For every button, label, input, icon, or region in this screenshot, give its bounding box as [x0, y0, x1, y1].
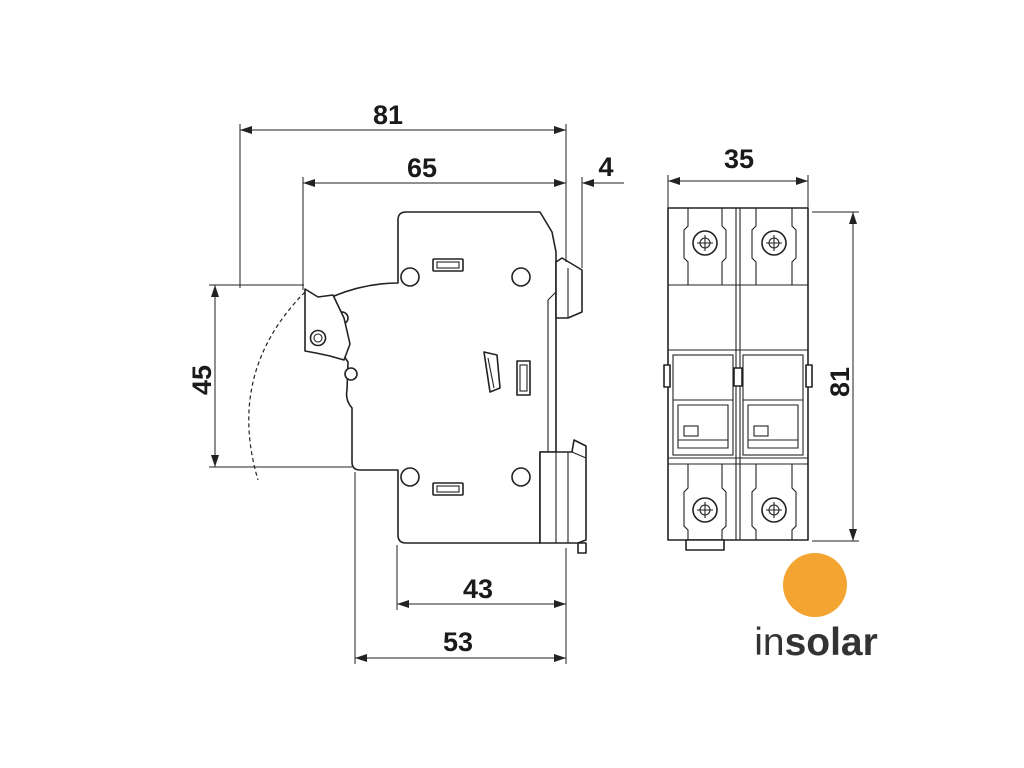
upper-clip [555, 257, 583, 319]
front-bottom-clip [685, 539, 725, 551]
toggle-pivot [309, 329, 327, 347]
terminal-screw-bottom-right [761, 497, 787, 523]
front-center-tab [733, 367, 743, 387]
mounting-holes [400, 267, 531, 487]
front-right-tab [805, 364, 813, 388]
dim-label-53: 53 [443, 627, 473, 657]
dim-label-65: 65 [407, 153, 437, 183]
side-view [248, 211, 587, 554]
logo-sun-icon [783, 553, 847, 617]
terminal-screw-bottom-left [692, 497, 718, 523]
dim-label-45: 45 [187, 365, 217, 395]
pole-mechanism-right [742, 354, 804, 456]
side-body-inner-edge [547, 291, 557, 452]
top-terminal-profiles [683, 208, 797, 285]
dim-label-81-top: 81 [373, 100, 403, 130]
pole-mechanism-left [672, 354, 734, 456]
logo-name: solar [785, 621, 878, 664]
side-center-features [483, 351, 531, 396]
insolar-logo: insolar [754, 553, 878, 664]
dimension-labels: 81 65 4 35 45 43 53 81 [187, 100, 855, 657]
label-slots [432, 258, 464, 496]
front-view [663, 207, 813, 551]
dim-label-43: 43 [463, 574, 493, 604]
dim-label-35: 35 [724, 144, 754, 174]
logo-wordmark: insolar [754, 621, 878, 664]
dimension-lines [209, 124, 859, 664]
dim-label-81-right: 81 [825, 367, 855, 397]
logo-prefix: in [754, 621, 784, 664]
dim-label-4: 4 [598, 152, 613, 182]
terminal-screw-top-left [692, 230, 718, 256]
bottom-terminal-profiles [683, 464, 797, 540]
front-left-tab [663, 364, 671, 388]
terminal-screw-top-right [761, 230, 787, 256]
toggle-swing-arc [248, 291, 306, 481]
toggle-lower-knob [344, 367, 358, 381]
lower-rail-clip [539, 439, 587, 554]
toggle-lever [304, 288, 358, 381]
